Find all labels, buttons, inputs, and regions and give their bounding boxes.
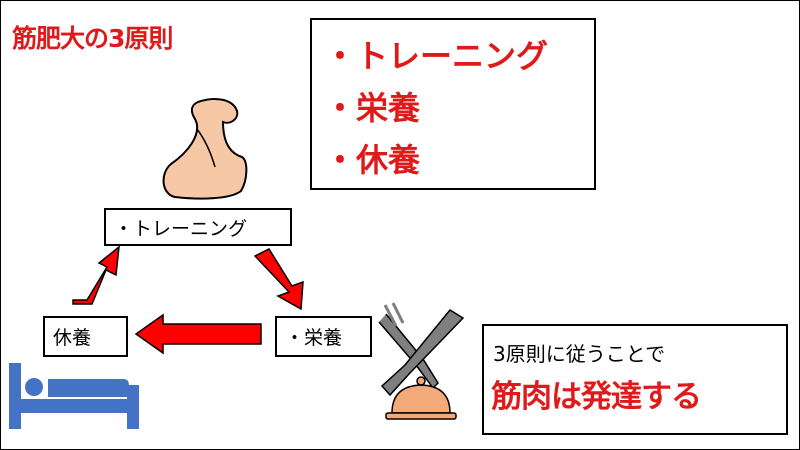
arrow-nutrition-to-rest <box>134 313 262 355</box>
page-title: 筋肥大の3原則 <box>12 24 173 53</box>
cycle-node-training: ・トレーニング <box>104 208 292 246</box>
cycle-node-nutrition: ・栄養 <box>275 316 372 357</box>
cloche-icon <box>385 376 457 420</box>
fork-icon <box>378 302 439 390</box>
principle-nutrition: ・栄養 <box>324 89 421 127</box>
conclusion-box: 3原則に従うことで 筋肉は発達する <box>482 324 788 435</box>
cycle-node-rest: 休養 <box>43 316 128 357</box>
principle-rest: ・休養 <box>324 141 421 179</box>
arrow-training-to-nutrition <box>253 248 304 311</box>
conclusion-line2: 筋肉は発達する <box>491 379 702 415</box>
flexed-arm-icon <box>162 98 248 200</box>
arrow-rest-to-training <box>72 245 120 305</box>
principles-box: ・トレーニング ・栄養 ・休養 <box>310 18 596 190</box>
conclusion-line1: 3原則に従うことで <box>493 342 666 366</box>
principle-training: ・トレーニング <box>324 37 549 75</box>
bed-icon <box>9 363 139 429</box>
knife-icon <box>380 309 465 397</box>
